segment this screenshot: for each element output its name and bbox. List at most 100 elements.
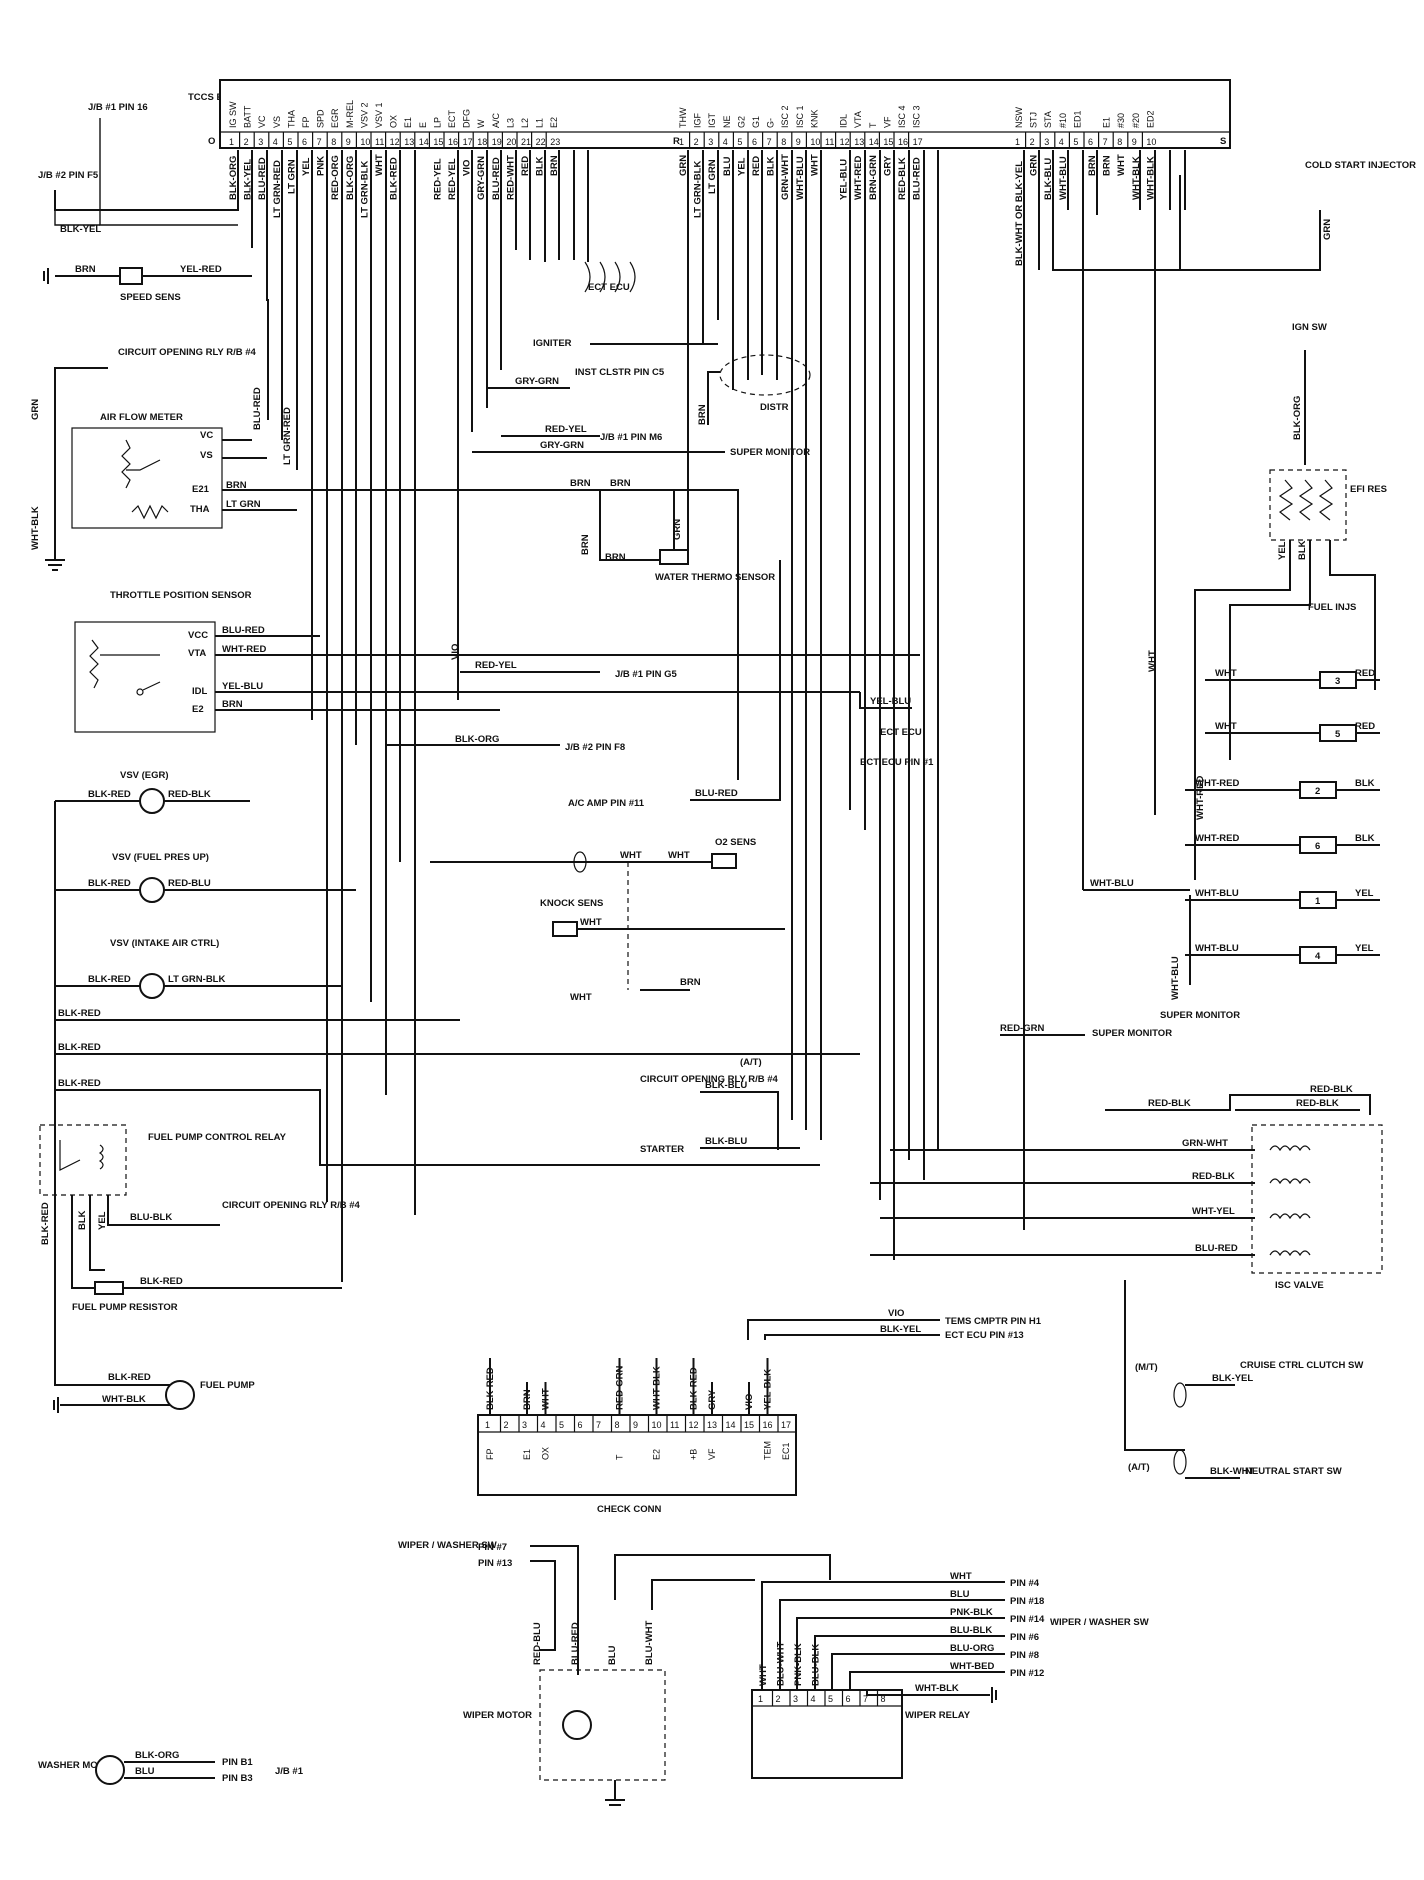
- vsv-egr-red-blk: RED-BLK: [168, 789, 211, 800]
- ecu-pin-name: G-: [766, 118, 776, 128]
- ecu-pin-name: NE: [722, 115, 732, 128]
- ecu-pin-number: 7: [1103, 137, 1108, 147]
- check-conn-pin-name: E1: [522, 1449, 532, 1460]
- yel-blk-label-cc: BLK-YEL: [880, 1324, 921, 1335]
- fpcr-blk-red: BLK-RED: [40, 1202, 51, 1245]
- ecu-marker-s: S: [1220, 136, 1226, 147]
- ecu-wire-label: RED-ORG: [330, 155, 341, 200]
- ecu-pin-name: ISC 1: [795, 105, 805, 128]
- check-conn-pin-number: 5: [559, 1420, 564, 1430]
- at-blk-blu-2: BLK-BLU: [705, 1136, 747, 1147]
- ecu-pin-number: 5: [287, 137, 292, 147]
- ecu-pin-number: 1: [679, 137, 684, 147]
- ecu-wire-label: RED-WHT: [505, 155, 516, 200]
- ecu-wire-label: VIO: [462, 160, 473, 176]
- jb2-pinf5-label: J/B #2 PIN F5: [38, 170, 99, 181]
- relay-pin-number: 5: [828, 1694, 833, 1704]
- ecu-pin-name: IGT: [707, 112, 717, 128]
- fuel-pump-label: FUEL PUMP: [200, 1380, 255, 1391]
- ecu-pin-number: 13: [854, 137, 864, 147]
- ecu-pin-number: 4: [273, 137, 278, 147]
- injector-right-wire: YEL: [1355, 943, 1374, 954]
- wts-grn: GRN: [672, 519, 683, 540]
- blk-yel-label: BLK-YEL: [60, 224, 101, 235]
- at-label-2: (A/T): [1128, 1462, 1150, 1473]
- ecu-pin-number: 5: [1073, 137, 1078, 147]
- tps-idl: IDL: [192, 686, 208, 697]
- wts-brn-c: BRN: [605, 552, 626, 563]
- afm-grn: GRN: [30, 399, 41, 420]
- vsv-egr-blk-red: BLK-RED: [88, 789, 131, 800]
- ecu-pin-number: 4: [723, 137, 728, 147]
- injector-number: 5: [1335, 729, 1341, 740]
- cruise-blk-yel: BLK-YEL: [1212, 1373, 1253, 1384]
- air-flow-meter: CIRCUIT OPENING RLY R/B #4 AIR FLOW METE…: [30, 347, 600, 571]
- check-conn-pin-name: E2: [652, 1449, 662, 1460]
- afm-tha: THA: [190, 504, 210, 515]
- ecu-wire-label: BLU-RED: [912, 157, 923, 200]
- ecu-wire-label: BRN: [1102, 155, 1113, 176]
- red-yel-label-1: RED-YEL: [545, 424, 587, 435]
- fuel-injs-label: FUEL INJS: [1308, 602, 1356, 613]
- ecu-wire-label: WHT: [1116, 154, 1127, 176]
- ecu-wire-label: WHT-BLK: [1131, 156, 1142, 200]
- ecu-wire-label: GRN-WHT: [780, 154, 791, 200]
- igniter-area: IGNITER INST CLSTR PIN C5 GRY-GRN RED-YE…: [472, 338, 810, 458]
- ecu-pin-number: 6: [752, 137, 757, 147]
- relay-pin-number: 8: [881, 1694, 886, 1704]
- cold-start-injector: COLD START INJECTOR GRN: [1053, 160, 1416, 271]
- ecu-wire-label: RED-BLK: [897, 157, 908, 200]
- relay-out-wire: PNK-BLK: [950, 1607, 993, 1618]
- ecu-wire-label: WHT-BLK: [1145, 156, 1156, 200]
- check-conn-pin-number: 6: [578, 1420, 583, 1430]
- ecu-pin-name: SPD: [316, 109, 326, 128]
- check-conn-pin-number: 9: [633, 1420, 638, 1430]
- ecu-pin-name: L2: [520, 118, 530, 128]
- ecu-pin-name: EGR: [330, 108, 340, 128]
- isc-valve-label: ISC VALVE: [1275, 1280, 1324, 1291]
- ecu-wire-label: RED-YEL: [432, 158, 443, 200]
- washer-motor-body: [95, 1755, 125, 1785]
- isc-wht-yel: WHT-YEL: [1192, 1206, 1235, 1217]
- distr-brn: BRN: [697, 404, 708, 425]
- wiper-relay-body: [751, 1689, 903, 1779]
- ecu-pin-number: 8: [781, 137, 786, 147]
- relay-pin-number: 6: [846, 1694, 851, 1704]
- check-conn-pin-number: 11: [670, 1420, 679, 1430]
- relay-out-wire: WHT: [950, 1571, 972, 1582]
- injector-number: 6: [1315, 841, 1320, 852]
- o2-sensor-body: [711, 853, 737, 869]
- ecu-pin-name: VSV 2: [359, 102, 369, 128]
- relay-out-pin: PIN #6: [1010, 1632, 1039, 1643]
- ecu-pin-number: 12: [390, 137, 400, 147]
- check-conn-pin-number: 12: [689, 1420, 699, 1430]
- afm-vs: VS: [200, 450, 213, 461]
- ecu-pin-name: VSV 1: [374, 102, 384, 128]
- ecu-pin-name: E1: [403, 117, 413, 128]
- vsv-fuel-blk-red: BLK-RED: [88, 878, 131, 889]
- ect-ecu-top: ECT ECU: [584, 261, 636, 293]
- washer-blk-org: BLK-ORG: [135, 1750, 179, 1761]
- vsv-egr-label: VSV (EGR): [120, 770, 169, 781]
- check-conn-pin-number: 7: [596, 1420, 601, 1430]
- ecu-pin-number: 5: [737, 137, 742, 147]
- fuel-pump-resistor-label: FUEL PUMP RESISTOR: [72, 1302, 178, 1313]
- ecu-wire-label: RED: [520, 156, 531, 176]
- ecu-wire-label: GRY-GRN: [476, 156, 487, 200]
- relay-out-pin: PIN #8: [1010, 1650, 1039, 1661]
- relay-pin-number: 1: [758, 1694, 763, 1704]
- ecu-pin-number: 2: [1030, 137, 1035, 147]
- check-conn-pin-number: 1: [485, 1420, 490, 1430]
- super-monitor-label-3: SUPER MONITOR: [1160, 1010, 1240, 1021]
- ecu-pin-name: T: [868, 122, 878, 128]
- fpcr-yel: YEL: [97, 1211, 108, 1230]
- knock-wht: WHT: [580, 917, 602, 928]
- isc-red-blk-4: RED-BLK: [1192, 1171, 1235, 1182]
- ecu-pin-number: 6: [302, 137, 307, 147]
- wiper-washer-sw-label-r: WIPER / WASHER SW: [1050, 1617, 1149, 1628]
- ecu-pin-number: 19: [492, 137, 502, 147]
- ecu-pin-name: ISC 4: [897, 105, 907, 128]
- fuel-pump-resistor-body: [94, 1281, 124, 1295]
- wiper-blu-red: BLU-RED: [570, 1622, 581, 1665]
